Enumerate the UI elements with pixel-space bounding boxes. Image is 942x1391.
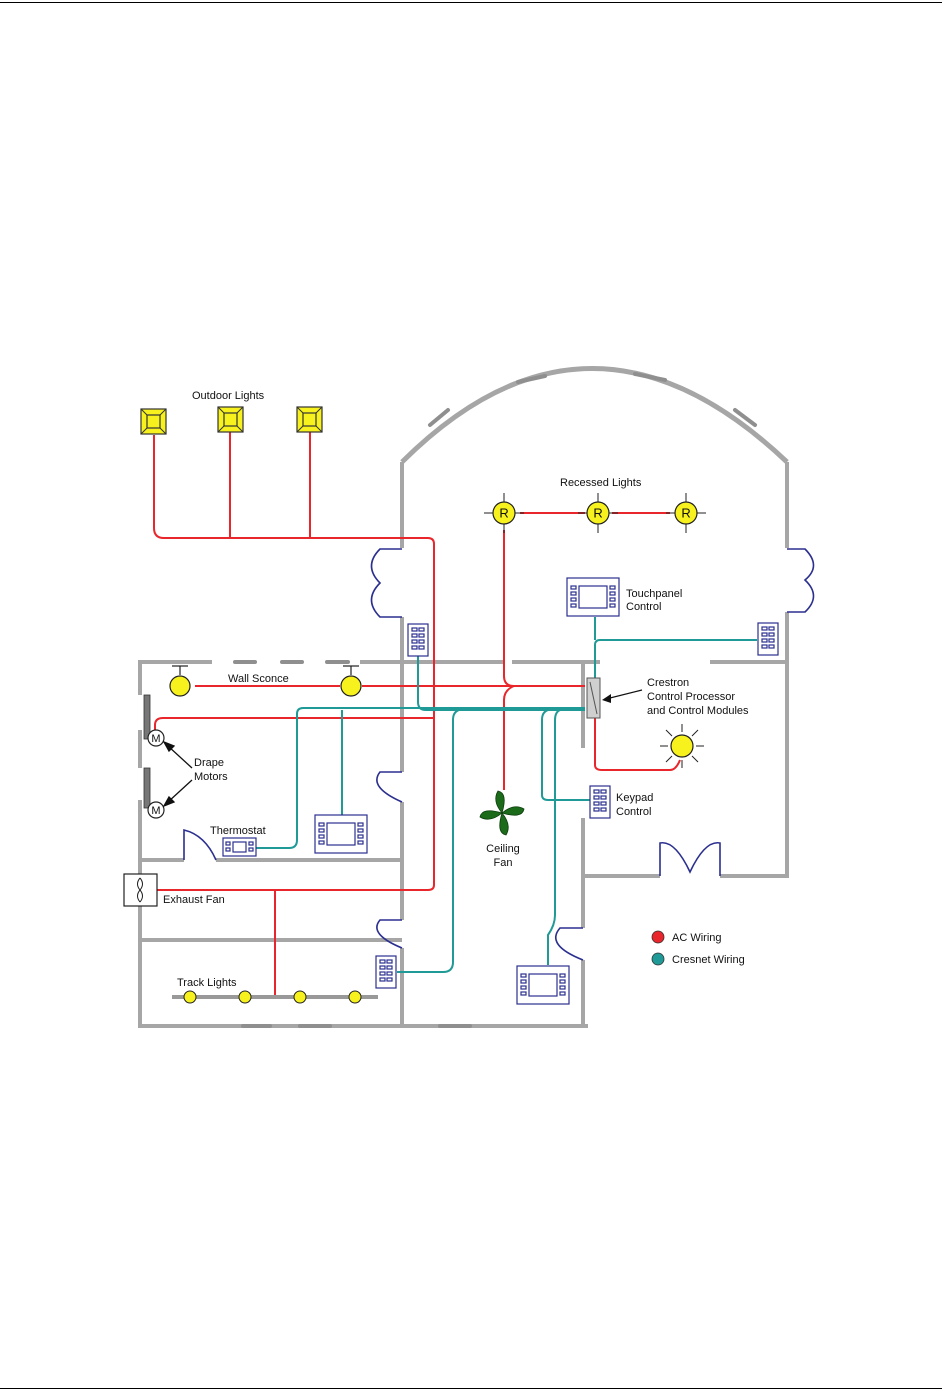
recessed-light: R [578, 493, 618, 533]
exhaust-fan-icon [123, 873, 158, 907]
svg-text:R: R [499, 506, 508, 521]
track-lights [172, 990, 378, 1004]
label-ceiling-fan-line1: Ceiling [486, 843, 520, 855]
keypad-icon [375, 955, 397, 989]
touchpanels [314, 577, 620, 1005]
label-crestron-line3: and Control Modules [647, 705, 749, 717]
recessed-light: R [666, 493, 706, 533]
ac-wiring-swatch [651, 930, 665, 944]
label-drape-line1: Drape [194, 757, 224, 769]
outdoor-light [296, 406, 323, 433]
touchpanel-icon [566, 577, 620, 617]
legend-cresnet-label: Cresnet Wiring [672, 954, 745, 966]
ac-wiring [153, 432, 681, 996]
label-drape-line2: Motors [194, 771, 228, 783]
label-exhaust-fan: Exhaust Fan [163, 894, 225, 906]
label-touchpanel-line1: Touchpanel [626, 588, 682, 600]
walls [138, 366, 789, 1028]
svg-text:M: M [151, 805, 160, 817]
bottom-rule [0, 1388, 942, 1389]
label-outdoor-lights: Outdoor Lights [192, 390, 265, 402]
motor-icon: M [147, 729, 165, 747]
label-keypad-line1: Keypad [616, 792, 653, 804]
label-crestron-line1: Crestron [647, 677, 689, 689]
crestron-processor-icon [586, 677, 643, 719]
motor-icon: M [147, 801, 165, 819]
cresnet-wiring [256, 617, 757, 973]
legend-item-cresnet: Cresnet Wiring [651, 952, 745, 966]
svg-text:R: R [681, 506, 690, 521]
thermostat-icon [222, 837, 257, 857]
svg-text:R: R [593, 506, 602, 521]
wall-sconces [169, 665, 362, 697]
svg-text:M: M [151, 733, 160, 745]
label-recessed-lights: Recessed Lights [560, 477, 642, 489]
label-crestron-line2: Control Processor [647, 691, 735, 703]
cresnet-wiring-swatch [651, 952, 665, 966]
diagram-labels: Outdoor Lights Recessed Lights Touchpane… [163, 390, 749, 989]
legend-item-ac: AC Wiring [651, 930, 722, 944]
drape-rod [143, 767, 151, 809]
windows [233, 372, 757, 1028]
wall-sconce [169, 665, 191, 697]
label-touchpanel-line2: Control [626, 601, 661, 613]
wall-sconce [340, 665, 362, 697]
label-wall-sconce: Wall Sconce [228, 673, 289, 685]
drape-motors: M M [143, 694, 193, 819]
legend-ac-label: AC Wiring [672, 932, 722, 944]
label-thermostat: Thermostat [210, 825, 266, 837]
ceiling-fan-icon [479, 790, 525, 836]
touchpanel-icon [314, 814, 368, 854]
drape-rod [143, 694, 151, 740]
touchpanel-icon [516, 965, 570, 1005]
keypad-icon [407, 623, 429, 657]
outdoor-light [140, 408, 167, 435]
doors [183, 548, 815, 961]
recessed-light: R [484, 493, 524, 533]
outdoor-light [217, 406, 244, 433]
keypad-icon [589, 785, 611, 819]
label-keypad-line2: Control [616, 806, 651, 818]
recessed-lights: R R R [484, 493, 706, 533]
top-rule [0, 2, 942, 3]
sun-light-icon [660, 724, 704, 768]
label-track-lights: Track Lights [177, 977, 237, 989]
keypad-icon [757, 622, 779, 656]
outdoor-lights [140, 406, 323, 435]
keypads [375, 622, 779, 989]
label-ceiling-fan-line2: Fan [494, 857, 513, 869]
legend: AC Wiring Cresnet Wiring [651, 930, 745, 966]
